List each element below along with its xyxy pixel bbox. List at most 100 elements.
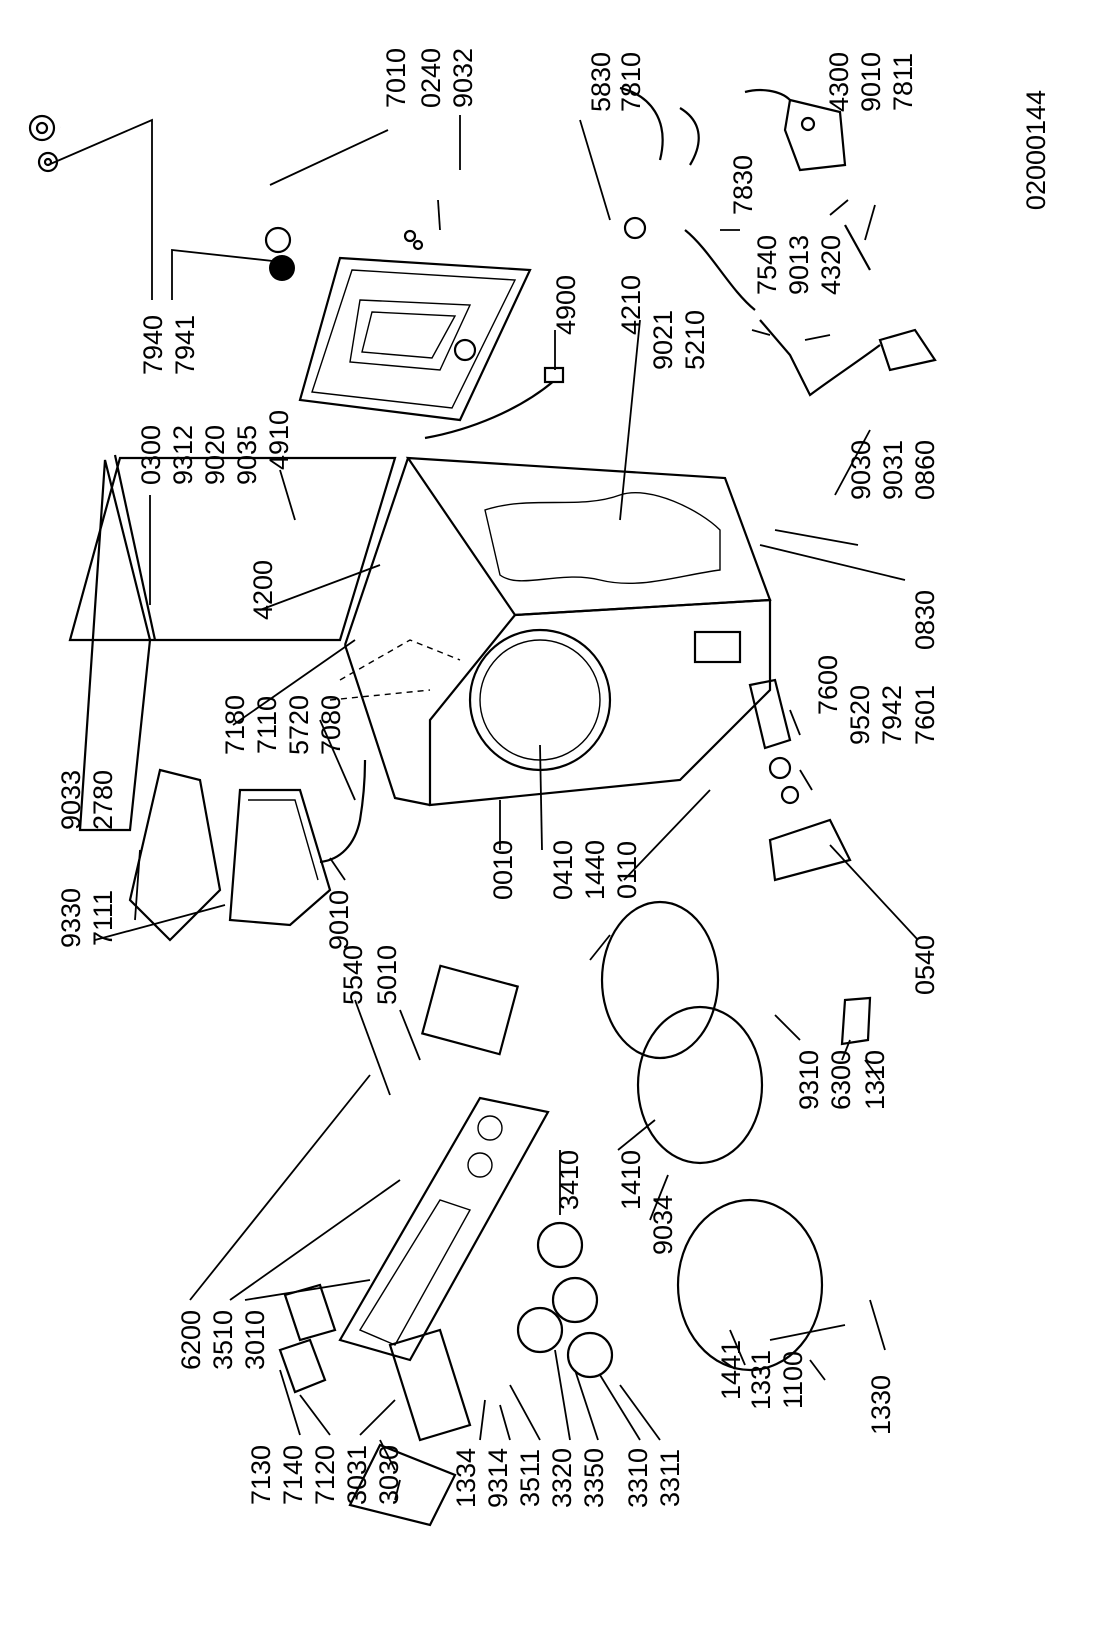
label-7830: 7830 (728, 155, 758, 215)
kickplate (768, 818, 852, 882)
label-5210: 5210 (680, 310, 710, 370)
top-lid (298, 229, 532, 422)
part-labels: 7010 0240 9032 5830 7810 4300 9010 7811 … (56, 48, 940, 1508)
label-5010: 5010 (372, 945, 402, 1005)
knob-b (551, 1276, 599, 1324)
label-1334: 1334 (451, 1448, 481, 1508)
label-4210: 4210 (616, 275, 646, 335)
worktop (68, 454, 397, 832)
label-4200: 4200 (248, 560, 278, 620)
label-7120: 7120 (310, 1445, 340, 1505)
label-7811: 7811 (888, 53, 918, 111)
label-9035: 9035 (232, 425, 262, 485)
label-3350: 3350 (579, 1448, 609, 1508)
label-0240: 0240 (416, 48, 446, 108)
door-seal-ring (600, 900, 720, 1060)
label-0010: 0010 (488, 840, 518, 900)
bracket-plate (128, 768, 222, 942)
label-9330: 9330 (56, 888, 86, 948)
label-9033: 9033 (56, 770, 86, 830)
soap-drawer (348, 1443, 457, 1527)
label-9010: 9010 (856, 52, 886, 112)
leader-lines (47, 115, 919, 1501)
label-1331: 1331 (746, 1350, 776, 1410)
label-9032: 9032 (448, 48, 478, 108)
door-frame-ring (636, 1005, 764, 1165)
drain-pump (619, 86, 937, 397)
label-3031: 3031 (342, 1445, 372, 1505)
label-3310: 3310 (623, 1448, 653, 1508)
label-7130: 7130 (246, 1445, 276, 1505)
label-4300: 4300 (824, 52, 854, 112)
label-9020: 9020 (200, 425, 230, 485)
label-4900: 4900 (551, 275, 581, 335)
door-hinge (840, 996, 872, 1046)
label-7940: 7940 (138, 315, 168, 375)
label-9010-b: 9010 (324, 890, 354, 950)
label-6200: 6200 (176, 1310, 206, 1370)
label-0110: 0110 (612, 841, 642, 899)
label-7010: 7010 (381, 48, 411, 108)
label-4910: 4910 (264, 410, 294, 470)
label-9314: 9314 (483, 1448, 513, 1508)
program-timer (420, 964, 520, 1056)
label-7941: 7941 (170, 315, 200, 375)
outer-door-ring (676, 1198, 824, 1372)
label-7540: 7540 (752, 235, 782, 295)
drawer-insert (388, 1328, 472, 1442)
label-1310: 1310 (860, 1050, 890, 1110)
label-5830: 5830 (586, 52, 616, 112)
control-panel (338, 1096, 550, 1362)
label-1441: 1441 (716, 1340, 746, 1400)
label-7180: 7180 (220, 695, 250, 755)
label-0860: 0860 (910, 440, 940, 500)
document-code: 02000144 (1021, 90, 1051, 210)
label-5540: 5540 (338, 945, 368, 1005)
label-3320: 3320 (547, 1448, 577, 1508)
label-7110: 7110 (252, 696, 282, 754)
label-9520: 9520 (845, 685, 875, 745)
label-6300: 6300 (826, 1050, 856, 1110)
label-9310: 9310 (794, 1050, 824, 1110)
label-9034: 9034 (648, 1195, 678, 1255)
label-7601: 7601 (910, 685, 940, 745)
label-7140: 7140 (278, 1445, 308, 1505)
knob-a (536, 1221, 584, 1269)
label-7600: 7600 (813, 655, 843, 715)
power-cord (424, 366, 565, 440)
label-9312: 9312 (168, 425, 198, 485)
label-3511: 3511 (515, 1449, 545, 1507)
label-7942: 7942 (877, 685, 907, 745)
knob-c (516, 1306, 564, 1354)
label-3311: 3311 (655, 1449, 685, 1507)
label-4320: 4320 (816, 235, 846, 295)
label-0410: 0410 (548, 840, 578, 900)
label-3010: 3010 (240, 1310, 270, 1370)
label-1440: 1440 (580, 840, 610, 900)
label-1100: 1100 (778, 1351, 808, 1409)
drawer-handle (278, 1338, 327, 1394)
knob-d (566, 1331, 614, 1379)
dispenser-hose (319, 759, 367, 864)
label-3030: 3030 (374, 1445, 404, 1505)
label-1410: 1410 (616, 1150, 646, 1210)
label-0830: 0830 (910, 590, 940, 650)
label-0540: 0540 (910, 935, 940, 995)
dispenser-tray (283, 1283, 337, 1342)
label-1330: 1330 (866, 1375, 896, 1435)
inlet-hose (28, 114, 295, 281)
dispenser-housing (228, 788, 332, 927)
label-9013: 9013 (784, 235, 814, 295)
label-3410: 3410 (554, 1150, 584, 1210)
label-5720: 5720 (284, 695, 314, 755)
label-3510: 3510 (208, 1310, 238, 1370)
label-7080: 7080 (316, 695, 346, 755)
label-9031: 9031 (878, 440, 908, 500)
filter-assembly (748, 678, 800, 805)
cabinet (329, 456, 772, 807)
label-7111: 7111 (88, 890, 118, 946)
parts-drawings (28, 86, 937, 1527)
label-0300: 0300 (136, 425, 166, 485)
